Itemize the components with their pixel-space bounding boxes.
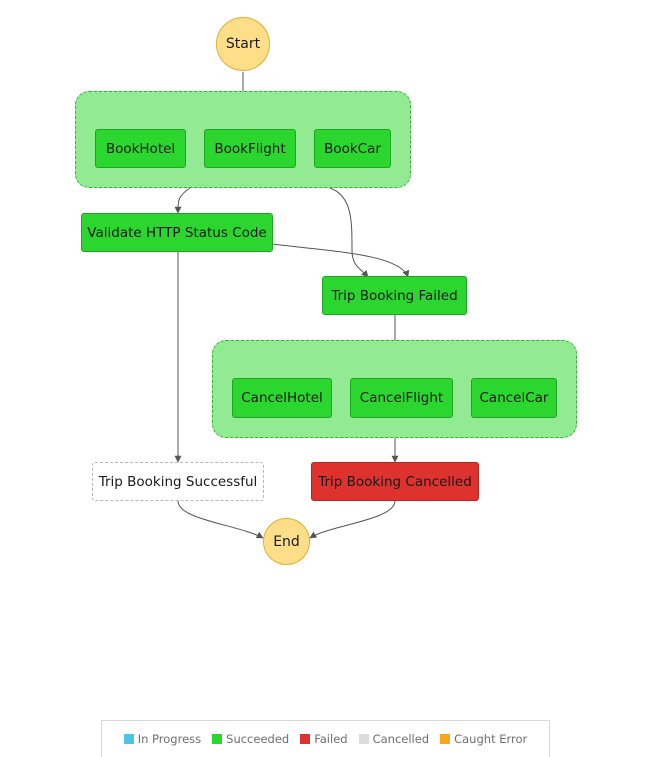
legend-item-caught-error: Caught Error	[440, 732, 527, 746]
end-node[interactable]: End	[263, 518, 310, 565]
edge-booking-to-failed	[329, 187, 369, 278]
legend-item-cancelled: Cancelled	[358, 732, 430, 746]
trip-booking-failed-node[interactable]: Trip Booking Failed	[322, 276, 467, 315]
legend-label-cancelled: Cancelled	[372, 732, 430, 746]
edge-booking-to-validate	[174, 187, 191, 214]
cancel-flight-node[interactable]: CancelFlight	[350, 378, 453, 418]
status-legend: In Progress Succeeded Failed Cancelled C…	[101, 720, 550, 757]
legend-label-in-progress: In Progress	[137, 732, 202, 746]
legend-label-failed: Failed	[314, 732, 348, 746]
edge-cancelled-to-end	[309, 500, 396, 539]
legend-swatch-cancelled	[358, 734, 369, 744]
legend-swatch-caught-error	[440, 734, 451, 744]
validate-http-status-node[interactable]: Validate HTTP Status Code	[81, 213, 273, 252]
book-hotel-node[interactable]: BookHotel	[95, 129, 186, 168]
legend-item-succeeded: Succeeded	[212, 732, 289, 746]
cancel-car-node[interactable]: CancelCar	[471, 378, 557, 418]
book-flight-node[interactable]: BookFlight	[204, 129, 296, 168]
trip-booking-cancelled-node[interactable]: Trip Booking Cancelled	[311, 462, 479, 501]
book-car-node[interactable]: BookCar	[314, 129, 391, 168]
legend-item-failed: Failed	[300, 732, 348, 746]
legend-label-succeeded: Succeeded	[226, 732, 290, 746]
legend-swatch-succeeded	[212, 734, 223, 744]
edge-successful-to-end	[177, 500, 264, 539]
legend-item-in-progress: In Progress	[123, 732, 202, 746]
trip-booking-successful-node[interactable]: Trip Booking Successful	[92, 462, 264, 501]
start-node[interactable]: Start	[216, 17, 270, 71]
legend-swatch-failed	[300, 734, 311, 744]
legend-label-caught-error: Caught Error	[454, 732, 528, 746]
cancel-hotel-node[interactable]: CancelHotel	[232, 378, 332, 418]
edge-validate-to-failed	[271, 243, 410, 278]
legend-swatch-in-progress	[123, 734, 134, 744]
